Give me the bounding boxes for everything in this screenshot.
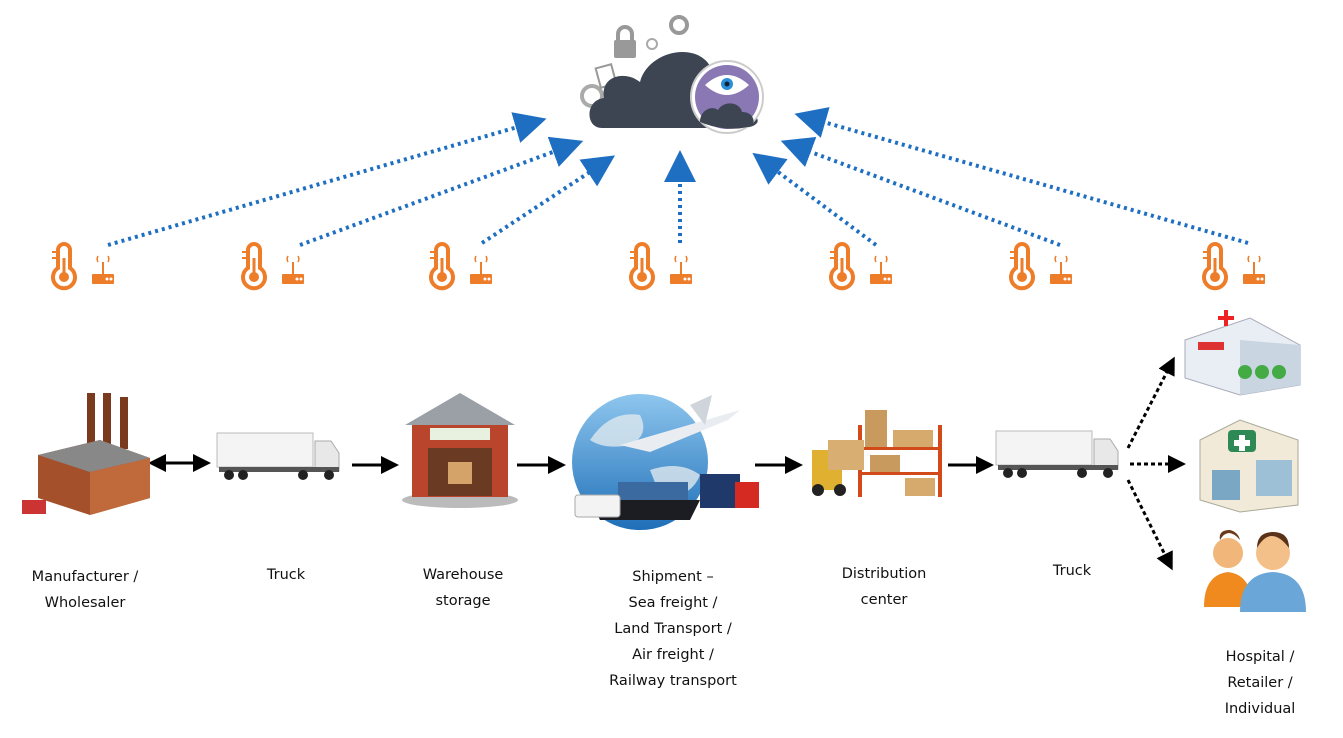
stage-label-manufacturer: Manufacturer / Wholesaler	[31, 569, 139, 611]
sensor-upload-arrows	[107, 107, 1249, 247]
thermometer-wireless-sensor-icon	[51, 242, 114, 291]
thermometer-wireless-sensor-icon	[429, 242, 492, 291]
truck-icon	[995, 430, 1119, 478]
people-icon	[1204, 530, 1306, 612]
flow-arrow-people	[1126, 479, 1173, 571]
upload-arrow	[480, 155, 616, 245]
thermometer-wireless-sensor-icon	[629, 242, 692, 291]
upload-arrow	[794, 107, 1249, 245]
pharmacy-icon	[1199, 419, 1299, 513]
globe-shipping-icon	[572, 394, 759, 530]
upload-arrow	[299, 136, 584, 247]
stage-label-truck-1: Truck	[266, 567, 306, 583]
thermometer-wireless-sensor-icon	[1202, 242, 1265, 291]
stage-label-warehouse: Warehouse storage	[422, 567, 504, 609]
thermometer-wireless-sensor-icon	[829, 242, 892, 291]
flow-arrows	[148, 356, 1186, 571]
sensors	[51, 242, 1265, 291]
upload-arrow	[107, 112, 547, 247]
thermometer-wireless-sensor-icon	[1009, 242, 1072, 291]
flow-arrow-hospital	[1126, 356, 1175, 449]
stage-label-shipment: Shipment – Sea freight / Land Transport …	[609, 569, 737, 689]
hospital-icon	[1184, 310, 1301, 396]
thermometer-wireless-sensor-icon	[241, 242, 304, 291]
truck-icon	[216, 432, 340, 480]
upload-arrow	[780, 137, 1061, 247]
warehouse-icon	[402, 393, 518, 508]
destination-label: Hospital / Retailer / Individual	[1224, 649, 1296, 717]
cloud-monitoring-icon	[580, 15, 764, 134]
distribution-shelves-icon	[812, 410, 942, 497]
factory-icon	[22, 393, 150, 515]
upload-arrow	[752, 152, 878, 247]
stage-label-truck-2: Truck	[1052, 563, 1092, 579]
stage-label-distribution: Distribution center	[841, 566, 927, 608]
